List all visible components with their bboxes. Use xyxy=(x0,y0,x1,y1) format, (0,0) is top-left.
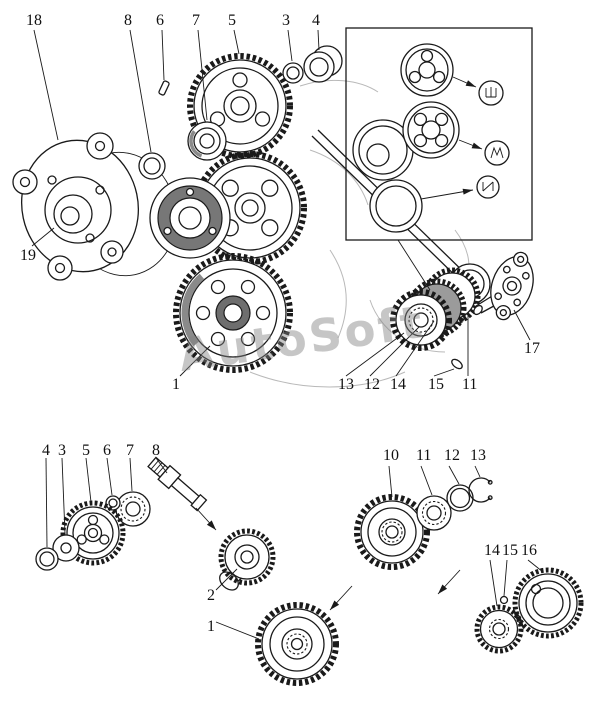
ring-4-part xyxy=(35,547,59,571)
assembly-arrow-b xyxy=(329,585,353,611)
callout-12-top: 12 xyxy=(364,376,380,393)
stamp-mark-d xyxy=(476,175,500,199)
callout-14-top: 14 xyxy=(390,376,406,393)
bearing-7-part xyxy=(115,491,151,527)
callout-13-br: 13 xyxy=(470,447,486,464)
callout-11-br: 11 xyxy=(416,447,432,464)
callout-10: 10 xyxy=(383,447,399,464)
callout-4: 4 xyxy=(312,12,320,29)
shaft-8 xyxy=(147,456,208,512)
callout-5-bl: 5 xyxy=(82,442,90,459)
callout-15-br: 15 xyxy=(502,542,518,559)
washer-3-part xyxy=(52,534,80,562)
callout-4-bl: 4 xyxy=(42,442,50,459)
cover-plate-18 xyxy=(12,132,140,281)
coupling-gear-assembly xyxy=(390,263,491,351)
callout-3-bl: 3 xyxy=(58,442,66,459)
key-6 xyxy=(158,80,170,96)
callout-1-bl: 1 xyxy=(207,618,215,635)
callout-8: 8 xyxy=(124,12,132,29)
gear-14 xyxy=(474,604,524,654)
drive-flange-17 xyxy=(473,251,534,321)
stamp-mark-b xyxy=(484,140,510,166)
assembly-arrow-a xyxy=(195,507,217,531)
ring-12-part xyxy=(446,484,474,512)
thrust-plate-b xyxy=(402,101,460,159)
snap-ring-13 xyxy=(468,477,493,503)
callout-11-top: 11 xyxy=(462,376,478,393)
gear-1-bottom xyxy=(255,602,339,686)
thrust-plate-c xyxy=(352,119,414,181)
callout-7-bl: 7 xyxy=(126,442,134,459)
bearing-7 xyxy=(187,121,227,161)
callout-16: 16 xyxy=(521,542,537,559)
inset-box xyxy=(345,27,533,291)
callout-19: 19 xyxy=(20,247,36,264)
ring-6-part xyxy=(105,495,121,511)
callout-12-br: 12 xyxy=(444,447,460,464)
gear-10 xyxy=(354,494,430,570)
assembly-arrow-c xyxy=(437,569,461,595)
leader-lines xyxy=(31,29,544,640)
callout-3: 3 xyxy=(282,12,290,29)
bearing-4 xyxy=(303,45,343,83)
key-15 xyxy=(451,358,463,370)
callout-13-top: 13 xyxy=(338,376,354,393)
bearing-11-part xyxy=(416,495,452,531)
callout-6: 6 xyxy=(156,12,164,29)
callout-14-br: 14 xyxy=(484,542,500,559)
stamp-mark-a xyxy=(478,80,504,106)
callout-8-bl: 8 xyxy=(152,442,160,459)
callout-18: 18 xyxy=(26,12,42,29)
pump-gear-5 xyxy=(60,500,126,566)
hub-8 xyxy=(138,152,166,180)
callout-6-bl: 6 xyxy=(103,442,111,459)
ring-3 xyxy=(282,62,304,84)
callout-15-top: 15 xyxy=(428,376,444,393)
gear-2 xyxy=(218,528,276,591)
drive-hub xyxy=(149,177,231,259)
thrust-plate-a xyxy=(400,43,454,97)
pin-15-part xyxy=(499,595,509,605)
callout-2: 2 xyxy=(207,587,215,604)
thrust-ring-d xyxy=(369,179,423,233)
gear-16 xyxy=(512,567,584,639)
callout-5: 5 xyxy=(228,12,236,29)
callout-1-top: 1 xyxy=(172,376,180,393)
callout-7: 7 xyxy=(192,12,200,29)
crankshaft-gear-1 xyxy=(173,253,293,373)
callout-17: 17 xyxy=(524,340,540,357)
